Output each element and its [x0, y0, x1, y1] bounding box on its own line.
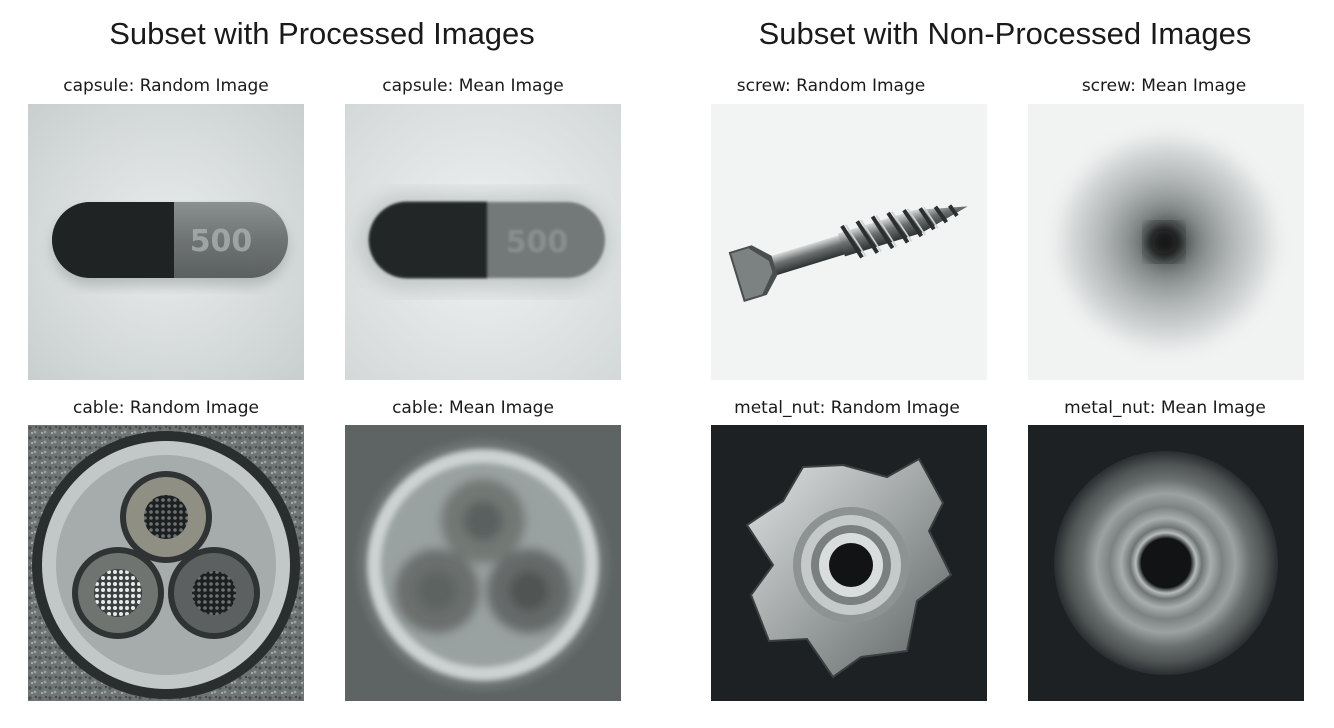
panel-caption-metal-nut-random: metal_nut: Random Image	[734, 398, 960, 418]
panel-caption-cable-mean: cable: Mean Image	[392, 398, 554, 418]
cable-mean-image	[345, 425, 621, 701]
metal-nut-photo-icon	[711, 425, 987, 701]
panel-caption-screw-random: screw: Random Image	[736, 76, 926, 96]
group-title-non-processed: Subset with Non-Processed Images	[758, 16, 1252, 51]
panel-caption-capsule-random: capsule: Random Image	[63, 76, 269, 96]
svg-text:500: 500	[506, 225, 569, 260]
panel-caption-metal-nut-mean: metal_nut: Mean Image	[1064, 398, 1266, 418]
cable-photo-icon	[28, 425, 304, 701]
screw-photo-icon	[711, 104, 987, 380]
metal-nut-mean-image	[1028, 425, 1304, 701]
screw-mean-image	[1028, 104, 1304, 380]
panel-caption-cable-random: cable: Random Image	[73, 398, 259, 418]
panel-caption-screw-mean: screw: Mean Image	[1081, 76, 1247, 96]
capsule-mean-photo-icon: 500	[345, 104, 621, 380]
metal-nut-random-image	[711, 425, 987, 701]
capsule-photo-icon: 500	[28, 104, 304, 380]
metal-nut-mean-photo-icon	[1028, 425, 1304, 701]
svg-text:500: 500	[190, 224, 253, 259]
capsule-mean-image: 500	[345, 104, 621, 380]
cable-random-image	[28, 425, 304, 701]
cable-mean-photo-icon	[345, 425, 621, 701]
screw-mean-photo-icon	[1028, 104, 1304, 380]
screw-random-image	[711, 104, 987, 380]
capsule-random-image: 500	[28, 104, 304, 380]
group-title-processed: Subset with Processed Images	[109, 16, 535, 51]
panel-caption-capsule-mean: capsule: Mean Image	[382, 76, 564, 96]
